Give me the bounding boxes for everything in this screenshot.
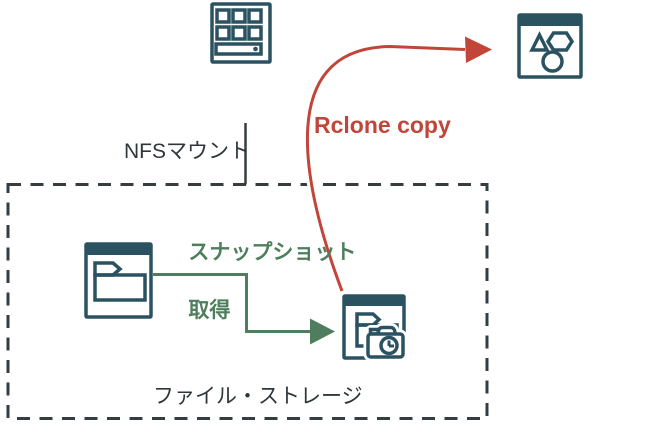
file-storage-window-icon [84, 242, 153, 319]
rclone-arrow [306, 44, 466, 292]
snapshot-arrow [153, 273, 310, 333]
snapshot-capture-label-line1: スナップショット [188, 241, 357, 264]
nfs-mount-label: NFSマウント [124, 140, 250, 163]
snapshot-arrowhead [310, 318, 335, 345]
object-storage-icon [517, 13, 583, 79]
nas-storage-icon [210, 2, 272, 64]
snapshot-capture-label: スナップショット 取得 [165, 209, 356, 354]
snapshot-camera-icon [342, 294, 408, 362]
file-storage-zone-label: ファイル・ストレージ [153, 385, 363, 408]
file-storage-zone-boundary [6, 183, 489, 420]
snapshot-capture-label-line2: 取得 [188, 299, 231, 322]
rclone-arrowhead [465, 36, 492, 63]
rclone-copy-label: Rclone copy [314, 112, 451, 138]
